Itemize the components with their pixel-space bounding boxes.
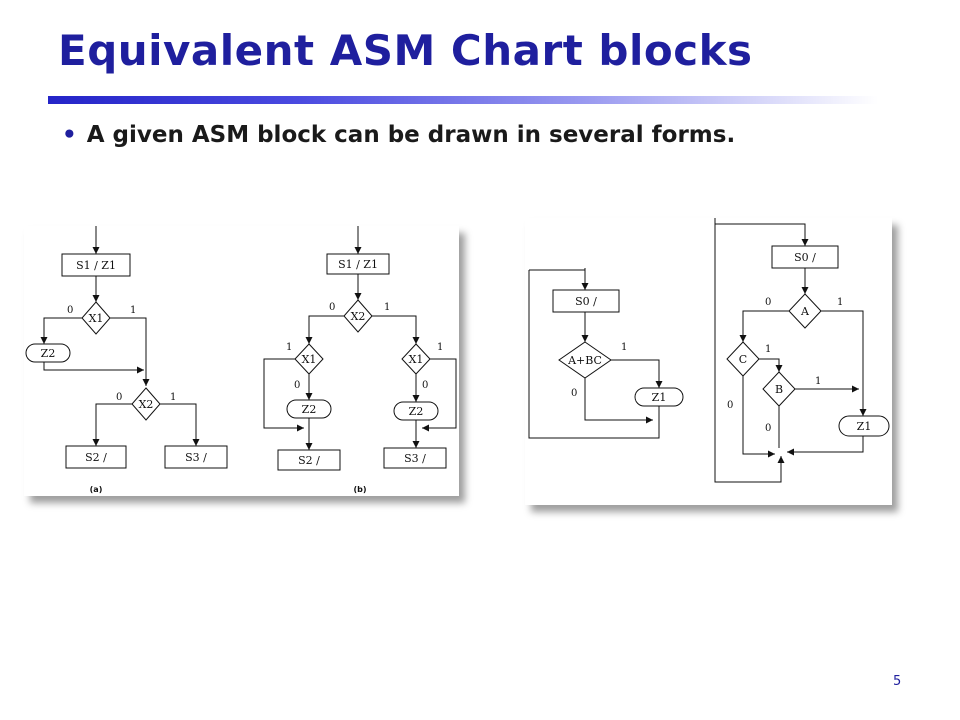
arrow-z1-merge — [787, 436, 864, 456]
decision-label-b: B — [775, 383, 783, 396]
decision-label-a: A — [800, 305, 810, 318]
diagram-b: S1 / Z1 X2 0 1 X1 1 0 Z2 S2 / X1 1 0 Z2 … — [263, 226, 457, 494]
state-label-s1-a: S1 / Z1 — [76, 259, 116, 272]
branch-label-x2-0-b: 0 — [329, 302, 335, 313]
branch-label-c-1: 1 — [765, 344, 771, 355]
branch-label-x1left-1-b: 1 — [286, 342, 292, 353]
output-label-z2-a: Z2 — [41, 347, 56, 360]
output-oval-z1-right — [838, 415, 890, 437]
arrow-cond-0-left — [584, 378, 653, 424]
state-label-s2-b: S2 / — [298, 454, 320, 467]
asm-diagram-ab: S1 / Z1 X1 0 1 Z2 X2 0 1 S2 / S3 / (a) S… — [25, 226, 457, 494]
state-box-s3-b — [383, 447, 447, 469]
arrow-x2-s2-a — [92, 403, 132, 446]
state-box-s0-left — [552, 289, 620, 313]
branch-label-x2-0-a: 0 — [116, 392, 122, 403]
decision-a — [788, 293, 822, 329]
arrow-x1-z2-a — [40, 317, 82, 344]
branch-label-x2-1-b: 1 — [384, 302, 390, 313]
decision-label-x2-a: X2 — [139, 398, 154, 411]
diagram-combined-condition: S0 / A+BC 1 0 Z1 — [528, 268, 684, 439]
arrow-cond-z1-left — [611, 359, 663, 388]
arrow-x2-x1left-b — [305, 315, 344, 344]
branch-label-a-1: 1 — [837, 297, 843, 308]
arrow-c-0 — [742, 376, 775, 458]
decision-x1-a — [81, 301, 111, 335]
arrow-a-z1 — [821, 310, 867, 416]
figure-equivalent-blocks-ab: S1 / Z1 X1 0 1 Z2 X2 0 1 S2 / S3 / (a) S… — [24, 226, 459, 496]
arrow-x2-s3-a — [160, 403, 200, 446]
branch-label-a-0: 0 — [765, 297, 771, 308]
title-underline — [48, 96, 878, 104]
decision-x2-a — [131, 387, 161, 421]
arrow-entry-right — [715, 223, 809, 246]
state-label-s2-a: S2 / — [85, 451, 107, 464]
branch-label-c-0: 0 — [727, 400, 733, 411]
decision-label-a-plus-bc: A+BC — [567, 354, 602, 367]
page-number: 5 — [893, 674, 902, 689]
decision-label-x1-right-b: X1 — [409, 353, 424, 366]
decision-label-c: C — [739, 353, 747, 366]
caption-a: (a) — [90, 485, 103, 494]
state-box-s2-a — [65, 445, 127, 469]
branch-label-b-0: 0 — [765, 423, 771, 434]
output-label-z2-right-b: Z2 — [409, 405, 424, 418]
branch-label-apbc-0: 0 — [571, 388, 577, 399]
decision-label-x1-a: X1 — [89, 312, 104, 325]
bullet-dot-icon: • — [62, 122, 77, 148]
caption-b: (b) — [353, 485, 366, 494]
asm-diagram-abc: S0 / A+BC 1 0 Z1 S0 / A 0 1 C 1 0 B 1 0 — [528, 218, 890, 483]
decision-label-x2-b: X2 — [351, 310, 366, 323]
branch-label-x1-0-a: 0 — [67, 305, 73, 316]
state-label-s0-left: S0 / — [575, 295, 597, 308]
output-oval-z2-a — [25, 343, 71, 363]
branch-label-x2-1-a: 1 — [170, 392, 176, 403]
figure-equivalent-blocks-abc: S0 / A+BC 1 0 Z1 S0 / A 0 1 C 1 0 B 1 0 — [525, 218, 892, 505]
output-label-z1-left: Z1 — [652, 391, 667, 404]
state-box-s3-a — [164, 445, 228, 469]
state-label-s3-b: S3 / — [404, 452, 426, 465]
branch-label-b-1: 1 — [815, 376, 821, 387]
output-label-z2-left-b: Z2 — [302, 403, 317, 416]
arrow-x1left-1-b — [263, 358, 304, 432]
diagram-nested-conditions: S0 / A 0 1 C 1 0 B 1 0 Z1 — [714, 218, 890, 483]
state-box-s2-b — [277, 449, 341, 471]
arrow-x1right-1-b — [422, 358, 457, 432]
state-label-s1-b: S1 / Z1 — [338, 258, 378, 271]
arrow-x2-x1right-b — [372, 315, 420, 344]
state-label-s0-right: S0 / — [794, 251, 816, 264]
arrow-c-b — [759, 358, 783, 372]
slide-title: Equivalent ASM Chart blocks — [58, 26, 753, 75]
diagram-a: S1 / Z1 X1 0 1 Z2 X2 0 1 S2 / S3 / (a) — [25, 226, 228, 494]
branch-label-x1right-1-b: 1 — [437, 342, 443, 353]
arrow-z2-merge-a — [43, 362, 144, 371]
decision-x2-b — [343, 299, 373, 333]
arrow-entry-left — [529, 269, 589, 290]
line-loop-right — [714, 218, 785, 483]
branch-label-x1left-0-b: 0 — [294, 380, 300, 391]
state-label-s3-a: S3 / — [185, 451, 207, 464]
bullet-item: • A given ASM block can be drawn in sever… — [62, 122, 735, 148]
branch-label-x1right-0-b: 0 — [422, 380, 428, 391]
output-label-z1-right: Z1 — [857, 420, 872, 433]
bullet-text: A given ASM block can be drawn in severa… — [86, 122, 736, 148]
arrow-a-c — [739, 310, 789, 342]
branch-label-x1-1-a: 1 — [130, 305, 136, 316]
branch-label-apbc-1: 1 — [621, 342, 627, 353]
decision-label-x1-left-b: X1 — [302, 353, 317, 366]
arrow-x1-x2-a — [110, 317, 150, 386]
